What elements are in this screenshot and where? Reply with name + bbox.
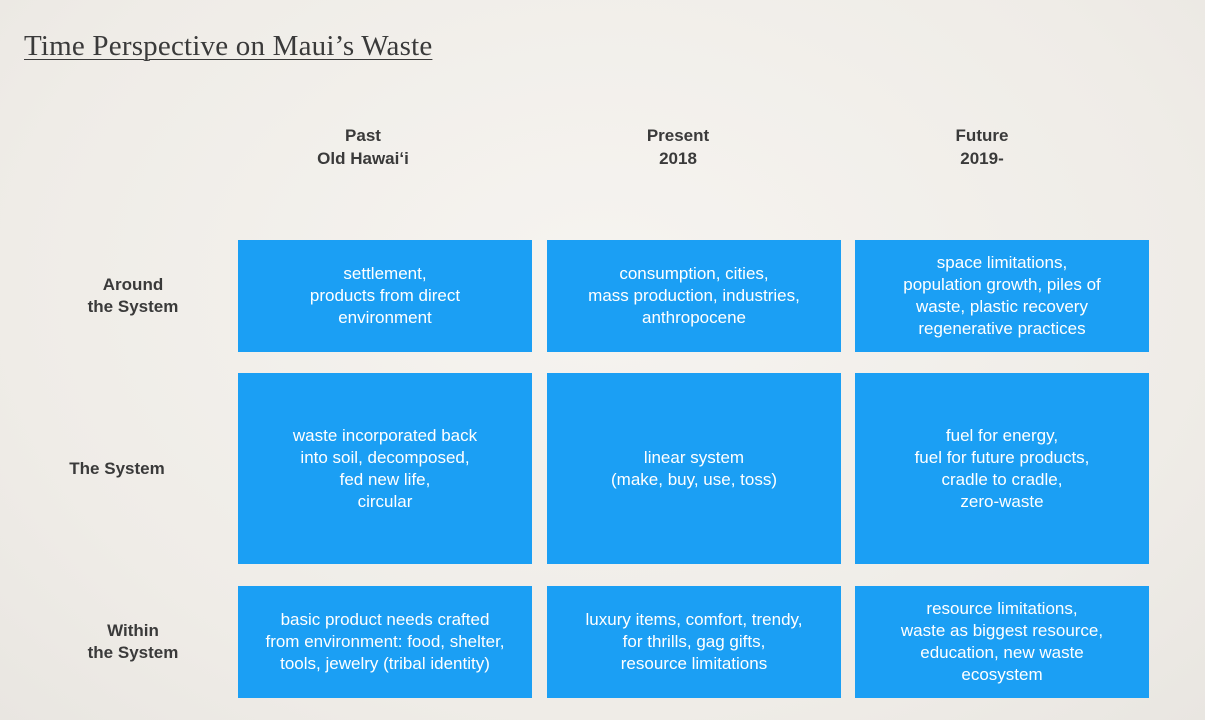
column-period: Old Hawaiʻi — [317, 149, 409, 168]
column-name: Past — [345, 126, 381, 145]
row-label-line: The System — [69, 458, 165, 478]
cell-system-future: fuel for energy, fuel for future product… — [855, 373, 1149, 564]
cell-within-present: luxury items, comfort, trendy, for thril… — [547, 586, 841, 698]
page-title: Time Perspective on Maui’s Waste — [24, 30, 433, 62]
cell-around-future: space limitations, population growth, pi… — [855, 240, 1149, 352]
row-label-line: Around — [102, 275, 164, 294]
cell-system-present: linear system (make, buy, use, toss) — [547, 373, 841, 564]
column-period: 2019- — [960, 149, 1004, 168]
cell-within-future: resource limitations, waste as biggest r… — [855, 586, 1149, 698]
row-header-around: Around the System — [40, 240, 226, 352]
cell-around-past: settlement, products from direct environ… — [238, 240, 532, 352]
column-header-future: Future 2019- — [835, 124, 1129, 170]
row-header-system: The System — [24, 373, 210, 564]
row-label-line: the System — [87, 297, 179, 316]
column-header-past: Past Old Hawaiʻi — [216, 124, 510, 170]
column-header-present: Present 2018 — [531, 124, 825, 170]
column-name: Future — [955, 126, 1009, 145]
cell-around-present: consumption, cities, mass production, in… — [547, 240, 841, 352]
row-label-line: the System — [87, 643, 179, 662]
cell-within-past: basic product needs crafted from environ… — [238, 586, 532, 698]
column-name: Present — [646, 126, 710, 145]
cell-system-past: waste incorporated back into soil, decom… — [238, 373, 532, 564]
row-label-line: Within — [107, 621, 159, 640]
row-header-within: Within the System — [40, 586, 226, 698]
column-period: 2018 — [659, 149, 697, 168]
